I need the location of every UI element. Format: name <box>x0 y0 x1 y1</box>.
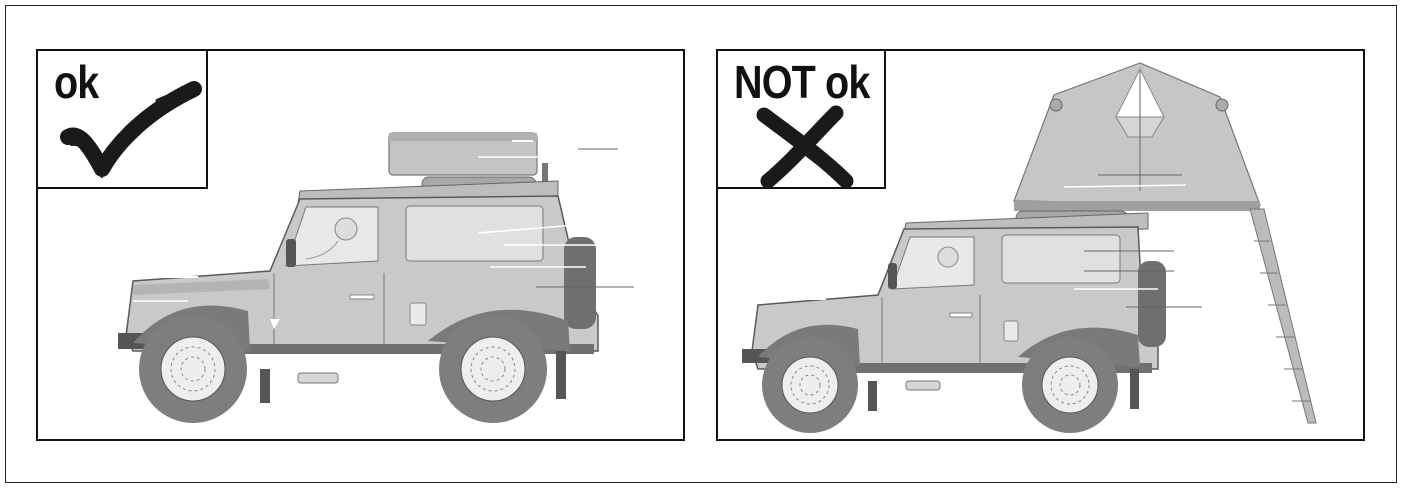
label-box-not-ok: NOT ok <box>718 51 886 189</box>
panel-ok: ok <box>36 49 685 441</box>
checkmark-icon <box>38 51 208 189</box>
panel-not-ok: NOT ok <box>716 49 1365 441</box>
label-box-ok: ok <box>38 51 208 189</box>
roof-box <box>389 133 618 175</box>
cross-icon <box>718 51 886 189</box>
